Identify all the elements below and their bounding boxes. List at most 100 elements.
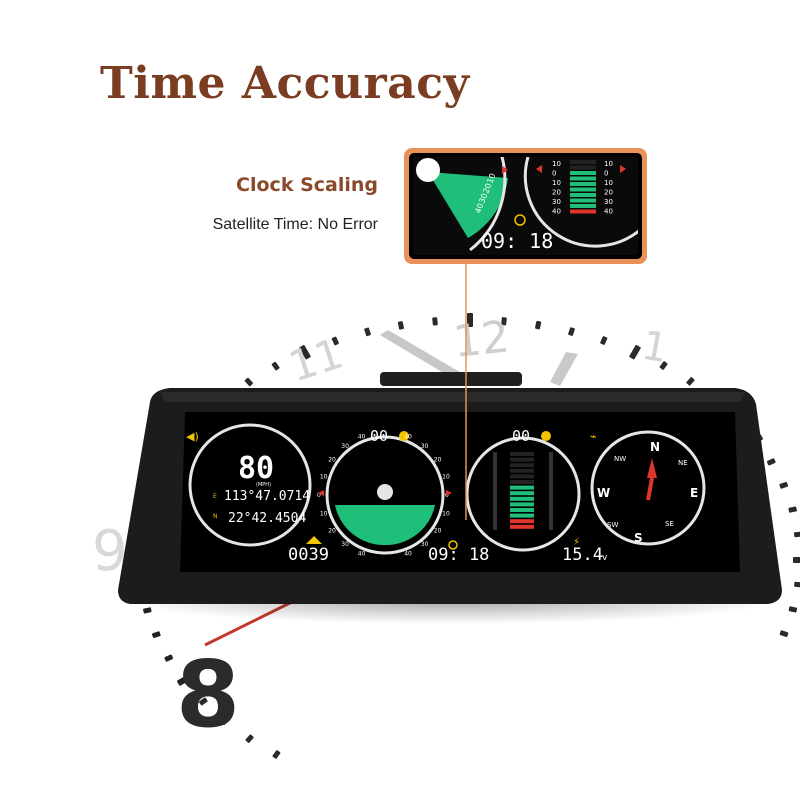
clock-tick (794, 581, 800, 588)
callout-title: Clock Scaling (236, 174, 378, 196)
pitch-bar-segment (510, 463, 534, 468)
roll-scale-label: 30 (341, 443, 349, 450)
roll-scale-label: 20 (328, 456, 336, 463)
pitch-icon (541, 431, 551, 441)
pitch-bar-segment (510, 513, 534, 518)
clock-tick (177, 674, 192, 686)
device-screen (180, 412, 740, 572)
zoom-bar-scale-label: 20 (552, 189, 561, 197)
zoom-bar-segment (570, 182, 596, 186)
zoom-bar-segment (570, 198, 596, 203)
voltage-value: 15.4 (562, 545, 603, 565)
zoom-bar-scale-label: 30 (552, 198, 561, 206)
pitch-bar-segment (510, 474, 534, 479)
headline: Time Accuracy (100, 58, 470, 109)
zoom-bar-segment (570, 176, 596, 181)
speed-value: 80 (238, 451, 274, 486)
roll-scale-label: 40 (358, 434, 366, 441)
compass-nw: NW (614, 455, 626, 463)
zoom-bar-scale-label: 10 (604, 179, 613, 187)
pitch-bar-segment (510, 496, 534, 501)
compass-e: E (690, 486, 698, 500)
compass-s: S (634, 531, 643, 545)
zoom-pitch-bars (570, 160, 596, 214)
speaker-icon: ◀) (186, 430, 199, 443)
zoom-bar-scale-label: 0 (552, 170, 556, 178)
roll-scale-label: 10 (320, 473, 328, 480)
zoom-scale-label: 40 (473, 202, 485, 215)
clock-tick (271, 361, 280, 371)
zoom-bar-scale-label: 40 (552, 208, 561, 216)
pitch-bar-segment (510, 480, 534, 484)
roll-scale-label: 30 (421, 443, 429, 450)
device-top-bevel (160, 392, 745, 402)
lat-prefix: N (213, 513, 218, 520)
clock-tick (600, 336, 608, 345)
clock-tick (568, 327, 575, 336)
zoom-time-value: 09: 18 (481, 229, 553, 253)
speed-unit: (MPH) (256, 482, 271, 488)
roll-scale-label: 20 (328, 528, 336, 535)
clock-tick (788, 506, 797, 513)
pitch-bar-segment (510, 524, 534, 529)
satellite-icon: ⌁ (590, 430, 597, 443)
clock-tick (164, 654, 174, 662)
longitude-value: 113°47.0714 (224, 489, 310, 504)
roll-scale-label: 30 (341, 541, 349, 548)
pitch-bar-stack (510, 452, 534, 529)
altitude-value: 0039 (288, 545, 329, 565)
compass-sw: SW (607, 521, 618, 529)
clock-tick (364, 327, 371, 337)
clock-tick (535, 320, 542, 330)
zoom-bar-segment (570, 204, 596, 208)
zoom-bar-scale-label: 10 (604, 160, 613, 168)
pitch-bar-segment (510, 519, 534, 524)
clock-tick (331, 336, 339, 346)
zoom-bar-scale-label: 20 (604, 189, 613, 197)
zoom-bar-scale-label: 0 (604, 170, 608, 178)
clock-tick (766, 458, 776, 466)
clock-tick (199, 697, 208, 706)
clock-tick (151, 631, 161, 638)
numeral-8: 8 (176, 641, 240, 748)
roll-scale-label: 20 (434, 456, 442, 463)
clock-tick (686, 377, 695, 386)
compass-ne: NE (678, 459, 688, 467)
zoom-bar-segment (570, 171, 596, 175)
clock-icon (448, 540, 458, 550)
zoom-bar-scale-label: 30 (604, 198, 613, 206)
roll-scale-label: 40 (358, 550, 366, 557)
compass: N NE E SE S SW W NW (590, 430, 706, 546)
latitude-value: 22°42.4504 (228, 511, 306, 526)
pitch-value: 00 (512, 427, 530, 445)
compass-needle (647, 458, 657, 478)
callout-subtitle: Satellite Time: No Error (212, 216, 378, 233)
roll-scale-label: 10 (320, 511, 328, 518)
clock-tick (501, 317, 507, 326)
speed-panel: ◀) 80 (MPH) E 113°47.0714 N 22°42.4504 0… (186, 423, 329, 565)
time-value: 09: 18 (428, 545, 489, 565)
roll-scale-label: 20 (434, 528, 442, 535)
hour-hand (550, 352, 578, 386)
zoom-scale-label: 20 (481, 182, 493, 195)
clock-tick (793, 557, 800, 563)
clock-tick (779, 630, 789, 638)
zoom-bar-scale-label: 40 (604, 208, 613, 216)
clock-tick (788, 606, 798, 613)
zoom-bar-segment (570, 187, 596, 192)
pitch-bar-segment (510, 491, 534, 496)
roll-value: 00 (370, 427, 388, 445)
mountain-icon (306, 536, 322, 544)
voltage-unit: v (602, 553, 608, 563)
clock-tick (299, 344, 311, 360)
minute-hand (380, 330, 470, 384)
clock-tick (397, 321, 404, 330)
zoom-bar-scale-label: 10 (552, 179, 561, 187)
pitch-bar-segment (510, 457, 534, 462)
clock-tick (432, 317, 438, 326)
roll-scale-label: 10 (442, 473, 450, 480)
